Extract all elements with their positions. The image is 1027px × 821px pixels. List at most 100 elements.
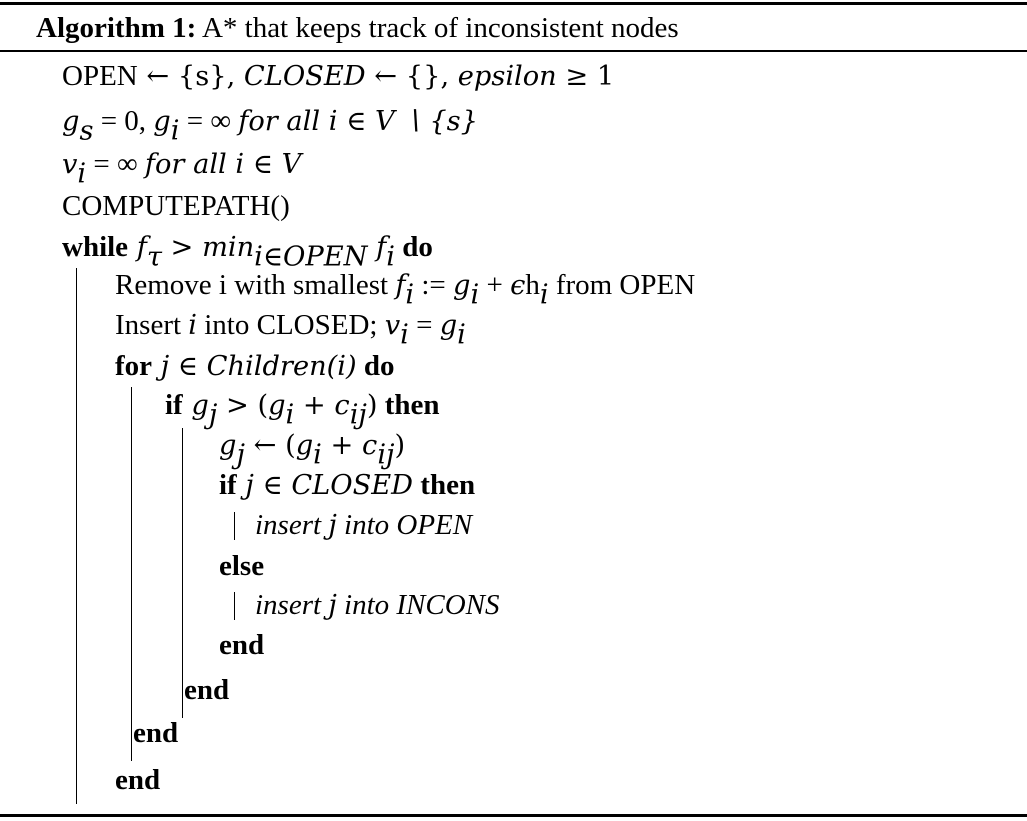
then-keyword: then	[377, 389, 440, 421]
line-init-v: vi = ∞ for all i ∈ V	[62, 144, 302, 188]
line-update-g: gj ← (gi + cij)	[219, 425, 405, 469]
paren: )	[366, 390, 378, 421]
then-scope-bar	[234, 512, 235, 540]
end-keyword: end	[115, 764, 161, 796]
g-symbol: g	[268, 390, 286, 421]
subscript: j	[208, 399, 218, 431]
subscript: i	[539, 279, 549, 311]
end-keyword: end	[219, 629, 265, 661]
caption-rule	[0, 50, 1027, 52]
subscript: i	[77, 158, 87, 190]
h-symbol: h	[525, 269, 540, 301]
insert-text: insert	[255, 509, 329, 541]
set-s: {s},	[177, 61, 244, 92]
plus-operator: +	[479, 269, 511, 301]
gt-operator: > (	[217, 390, 269, 421]
assign-operator: :=	[414, 269, 454, 301]
while-scope-bar	[76, 268, 77, 804]
subscript: i	[313, 439, 322, 471]
subscript: ij	[377, 439, 395, 471]
j-symbol: j	[328, 510, 337, 541]
line-init-g: gs = 0, gi = ∞ for all i ∈ V ∖ {s}	[62, 101, 478, 145]
for-scope-bar	[131, 387, 132, 761]
forall-clause: for all i ∈ V ∖ {s}	[238, 106, 478, 137]
end-keyword: end	[133, 717, 179, 749]
g-symbol: g	[439, 310, 458, 341]
j-in: j ∈	[152, 351, 207, 382]
into-closed-text: into CLOSED;	[197, 309, 385, 341]
line-insert-open: insert j into OPEN	[255, 505, 472, 546]
else-keyword: else	[219, 550, 265, 582]
if-keyword: if	[165, 389, 183, 421]
v-symbol: v	[62, 149, 78, 180]
arrow: ← (	[244, 430, 296, 461]
subscript: ij	[349, 399, 367, 431]
f-symbol: f	[128, 232, 147, 263]
line-end-while: end	[115, 760, 160, 800]
closed-symbol: CLOSED	[243, 61, 366, 92]
subscript: j	[236, 439, 245, 471]
arrow: ←	[137, 61, 178, 92]
if-scope-bar	[182, 428, 183, 718]
v-symbol: v	[384, 310, 401, 341]
line-for: for j ∈ Children(i) do	[115, 346, 395, 387]
eq-operator: =	[408, 309, 440, 341]
top-rule	[0, 2, 1027, 5]
epsilon-symbol: ϵ	[510, 270, 526, 301]
plus-operator: +	[294, 390, 335, 421]
if-keyword: if	[219, 469, 237, 501]
line-remove: Remove i with smallest fi := gi + ϵhi fr…	[115, 265, 696, 309]
line-else: else	[219, 546, 264, 586]
subscript: i	[285, 399, 295, 431]
g-symbol: g	[219, 430, 237, 461]
f-symbol: f	[395, 270, 406, 301]
line-end-if: end	[184, 670, 229, 710]
subscript: i	[470, 279, 480, 311]
remove-text: Remove i with smallest	[115, 269, 396, 301]
arrow: ←	[365, 61, 406, 92]
algorithm-title: A* that keeps track of inconsistent node…	[201, 12, 679, 44]
g-symbol: g	[453, 270, 471, 301]
plus-operator: +	[321, 430, 363, 461]
insert-text: Insert	[115, 309, 189, 341]
insert-text: insert	[255, 589, 329, 621]
line-end-if-closed: end	[219, 625, 264, 665]
subscript: i	[457, 319, 466, 351]
closed-symbol: CLOSED	[291, 470, 414, 501]
eq-infinity: = ∞	[86, 148, 145, 180]
g-symbol: g	[182, 390, 209, 421]
children-symbol: Children(i)	[206, 351, 357, 382]
j-in: j ∈	[236, 470, 292, 501]
i-symbol: i	[188, 310, 197, 341]
line-insert-incons: insert j into INCONS	[255, 585, 500, 626]
j-symbol: j	[328, 590, 337, 621]
computepath-call: COMPUTEPATH()	[62, 190, 290, 222]
f-symbol: f	[367, 232, 387, 263]
min-symbol: min	[202, 232, 255, 263]
eq-zero: = 0,	[93, 105, 154, 137]
line-while: while fτ > mini∈OPEN fi do	[62, 227, 433, 271]
eq-infinity: = ∞	[179, 105, 239, 137]
subscript: i	[400, 319, 409, 351]
geq-one: ≥ 1	[556, 61, 615, 92]
c-symbol: c	[362, 430, 378, 461]
algorithm-label: Algorithm 1:	[36, 12, 197, 44]
subscript: i∈OPEN	[254, 241, 368, 273]
line-init-open-closed: OPEN ← {s}, CLOSED ← {}, epsilon ≥ 1	[62, 56, 614, 97]
end-keyword: end	[184, 674, 230, 706]
bottom-rule	[0, 814, 1027, 817]
forall-clause: for all i ∈ V	[144, 149, 302, 180]
into-incons-text: into INCONS	[336, 589, 500, 621]
algorithm-caption: Algorithm 1: A* that keeps track of inco…	[36, 8, 679, 48]
from-open-text: from OPEN	[548, 269, 696, 301]
do-keyword: do	[394, 231, 433, 263]
subscript: s	[79, 115, 94, 147]
for-keyword: for	[115, 350, 153, 382]
subscript: i	[170, 115, 180, 147]
g-symbol: g	[62, 106, 80, 137]
line-computepath: COMPUTEPATH()	[62, 186, 290, 226]
g-symbol: g	[295, 430, 314, 461]
epsilon-symbol: epsilon	[457, 61, 557, 92]
gt-operator: >	[161, 232, 203, 263]
subscript: i	[405, 279, 415, 311]
